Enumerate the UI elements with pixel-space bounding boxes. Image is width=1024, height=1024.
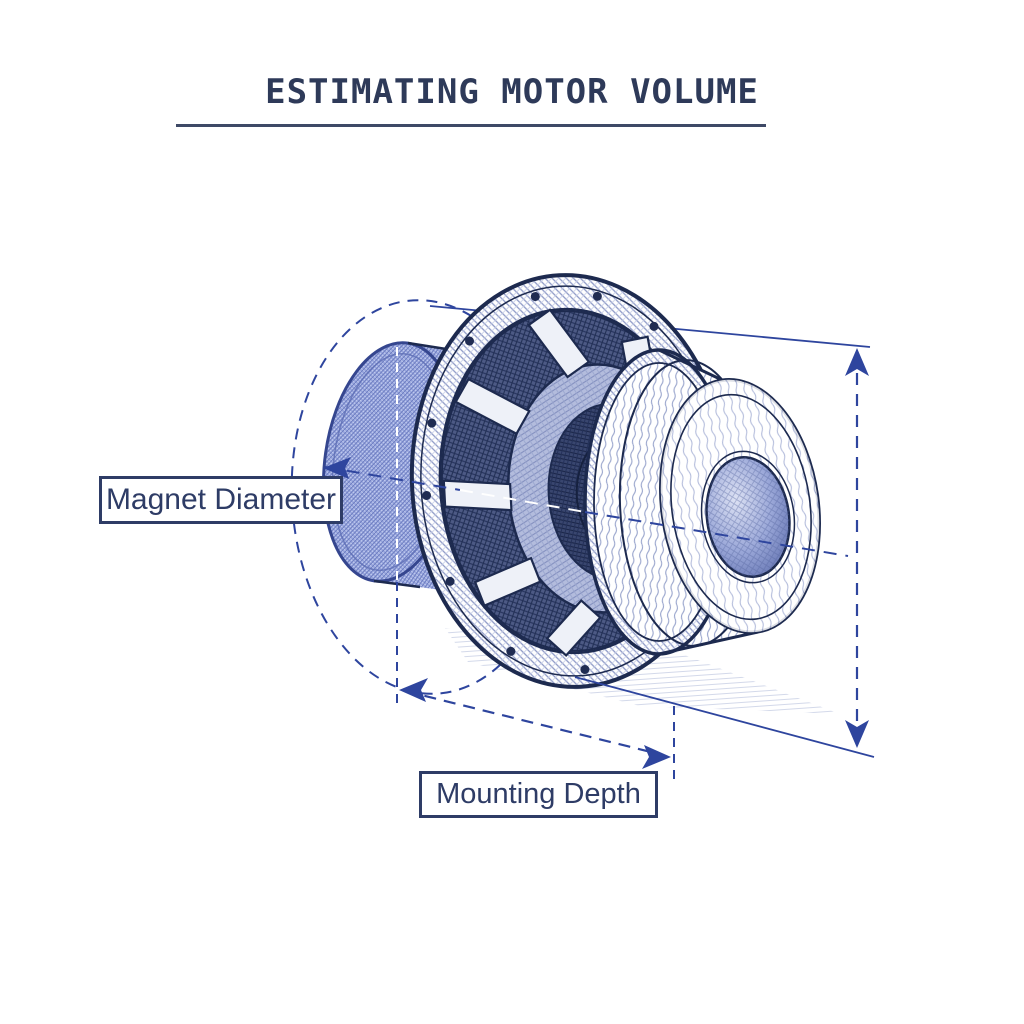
mounting-arrow-right [642, 745, 671, 769]
mounting-depth-dimension [399, 678, 675, 779]
bottom-extension-line [574, 676, 875, 758]
height-arrow-down [845, 720, 869, 748]
basket-spokes [442, 308, 663, 657]
page-title: ESTIMATING MOTOR VOLUME [265, 72, 759, 112]
mounting-arrow-left [399, 678, 428, 702]
dimensions [323, 348, 875, 779]
bolt-holes [422, 291, 659, 674]
height-arrow-up [845, 348, 869, 376]
mounting-depth-text: Mounting Depth [436, 778, 641, 810]
dust-cap [700, 450, 796, 584]
title-underline [176, 124, 766, 127]
height-dimension [845, 348, 869, 748]
magnet-diameter-text: Magnet Diameter [105, 483, 337, 516]
center-axis-arrow-left [323, 457, 351, 479]
label-magnet-diameter: Magnet Diameter [99, 476, 343, 524]
label-mounting-depth: Mounting Depth [419, 771, 658, 818]
front-drum [583, 348, 821, 656]
center-axis-line [324, 466, 849, 557]
